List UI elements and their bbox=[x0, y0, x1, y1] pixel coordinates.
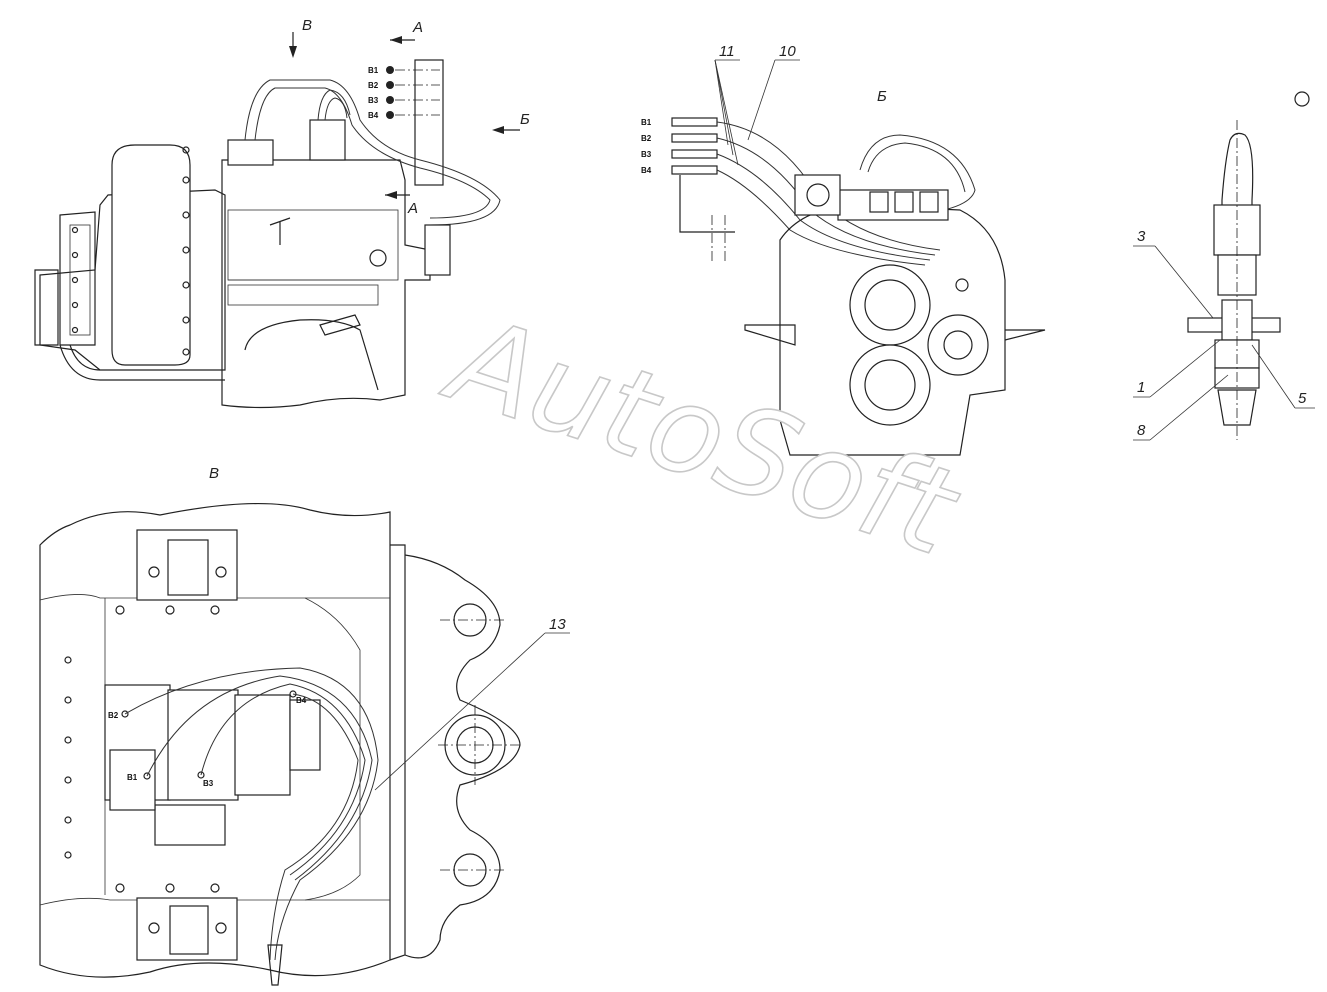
view-v-port-b4: В4 bbox=[296, 696, 307, 705]
callout-10: 10 bbox=[779, 43, 796, 60]
view-b-port-b4: В4 bbox=[641, 166, 652, 175]
callout-1: 1 bbox=[1137, 379, 1145, 396]
port-label-b1: В1 bbox=[368, 66, 379, 75]
view-b-port-b3: В3 bbox=[641, 150, 652, 159]
view-b-port-b1: В1 bbox=[641, 118, 652, 127]
section-marks-main: А А В Б bbox=[289, 17, 530, 217]
port-label-b4: В4 bbox=[368, 111, 379, 120]
view-b-title: Б bbox=[877, 88, 887, 105]
port-markers-v: В2 В1 В3 В4 bbox=[108, 690, 307, 788]
view-v-port-b2: В2 bbox=[108, 711, 119, 720]
port-markers-main: В1 В2 В3 В4 bbox=[368, 66, 440, 120]
callout-11: 11 bbox=[719, 43, 735, 60]
section-a-bottom-label: А bbox=[407, 200, 418, 217]
section-aa: 3 1 8 5 bbox=[1133, 91, 1315, 441]
callout-5: 5 bbox=[1298, 390, 1307, 407]
port-label-b2: В2 bbox=[368, 81, 379, 90]
port-label-b3: В3 bbox=[368, 96, 379, 105]
section-a-top-label: А bbox=[412, 19, 423, 36]
view-v-port-b3: В3 bbox=[203, 779, 214, 788]
callout-13: 13 bbox=[549, 616, 566, 633]
port-fittings-b: В1 В2 В3 В4 bbox=[641, 117, 718, 175]
view-v-port-b1: В1 bbox=[127, 773, 138, 782]
flange-bolts bbox=[71, 146, 190, 356]
main-view: В1 В2 В3 В4 А А В Б bbox=[34, 17, 530, 409]
callout-3: 3 bbox=[1137, 228, 1146, 245]
view-b-port-b2: В2 bbox=[641, 134, 652, 143]
view-b-arrow-label: Б bbox=[520, 111, 530, 128]
view-v-title: В bbox=[209, 465, 219, 482]
frame-left-bolts bbox=[64, 605, 220, 893]
view-v-arrow-label: В bbox=[302, 17, 312, 34]
callout-8: 8 bbox=[1137, 422, 1146, 439]
view-v: В bbox=[39, 465, 570, 986]
view-b: Б В1 В2 В3 В4 bbox=[641, 43, 1046, 456]
